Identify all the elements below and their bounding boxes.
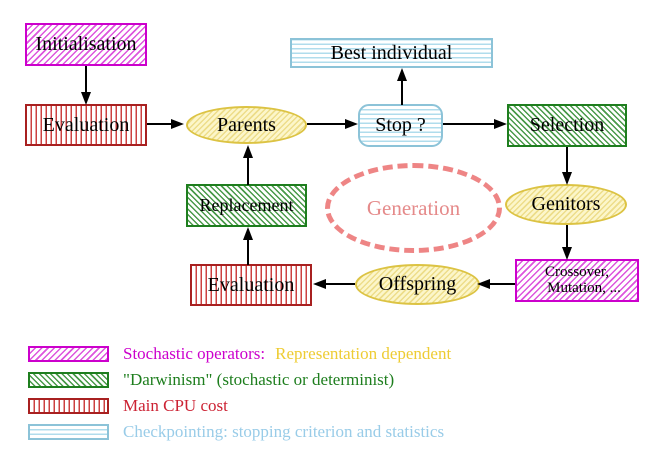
node-evaluation-bottom: Evaluation bbox=[190, 264, 312, 306]
node-selection: Selection bbox=[507, 104, 627, 147]
legend-label-stochastic-operators: Stochastic operators: Representation depe… bbox=[123, 344, 451, 364]
red-vertical-hatch-swatch bbox=[28, 398, 109, 414]
node-offspring: Offspring bbox=[355, 264, 480, 305]
cyan-horizontal-hatch-swatch bbox=[28, 424, 109, 440]
legend-text-checkpointing: Checkpointing: stopping criterion and st… bbox=[123, 422, 445, 441]
crossover-label-line1: Crossover, bbox=[545, 263, 609, 280]
node-best-individual: Best individual bbox=[290, 38, 493, 68]
legend-text-representation-dependent: Representation dependent bbox=[275, 344, 452, 363]
node-replacement: Replacement bbox=[186, 184, 307, 227]
magenta-diagonal-hatch-swatch bbox=[28, 346, 109, 362]
crossover-label-line2: Mutation, ... bbox=[547, 279, 621, 296]
legend-row-stochastic-operators: Stochastic operators: Representation depe… bbox=[28, 344, 451, 364]
legend-row-checkpointing: Checkpointing: stopping criterion and st… bbox=[28, 422, 445, 441]
legend-text-main-cpu-cost: Main CPU cost bbox=[123, 396, 228, 415]
legend-text-stochastic: Stochastic operators: bbox=[123, 344, 266, 363]
generation-loop-ellipse: Generation bbox=[325, 163, 502, 253]
node-parents: Parents bbox=[186, 106, 307, 144]
node-genitors: Genitors bbox=[505, 184, 627, 225]
legend-row-darwinism: "Darwinism" (stochastic or determinist) bbox=[28, 370, 395, 389]
node-stop-test: Stop ? bbox=[358, 104, 443, 147]
legend-text-darwinism: "Darwinism" (stochastic or determinist) bbox=[123, 370, 395, 389]
node-evaluation-top: Evaluation bbox=[25, 104, 147, 146]
green-diagonal-hatch-swatch bbox=[28, 372, 109, 388]
legend-row-main-cpu-cost: Main CPU cost bbox=[28, 396, 228, 415]
node-initialisation: Initialisation bbox=[25, 23, 147, 66]
node-crossover-mutation: Crossover, Mutation, ... bbox=[515, 259, 639, 302]
